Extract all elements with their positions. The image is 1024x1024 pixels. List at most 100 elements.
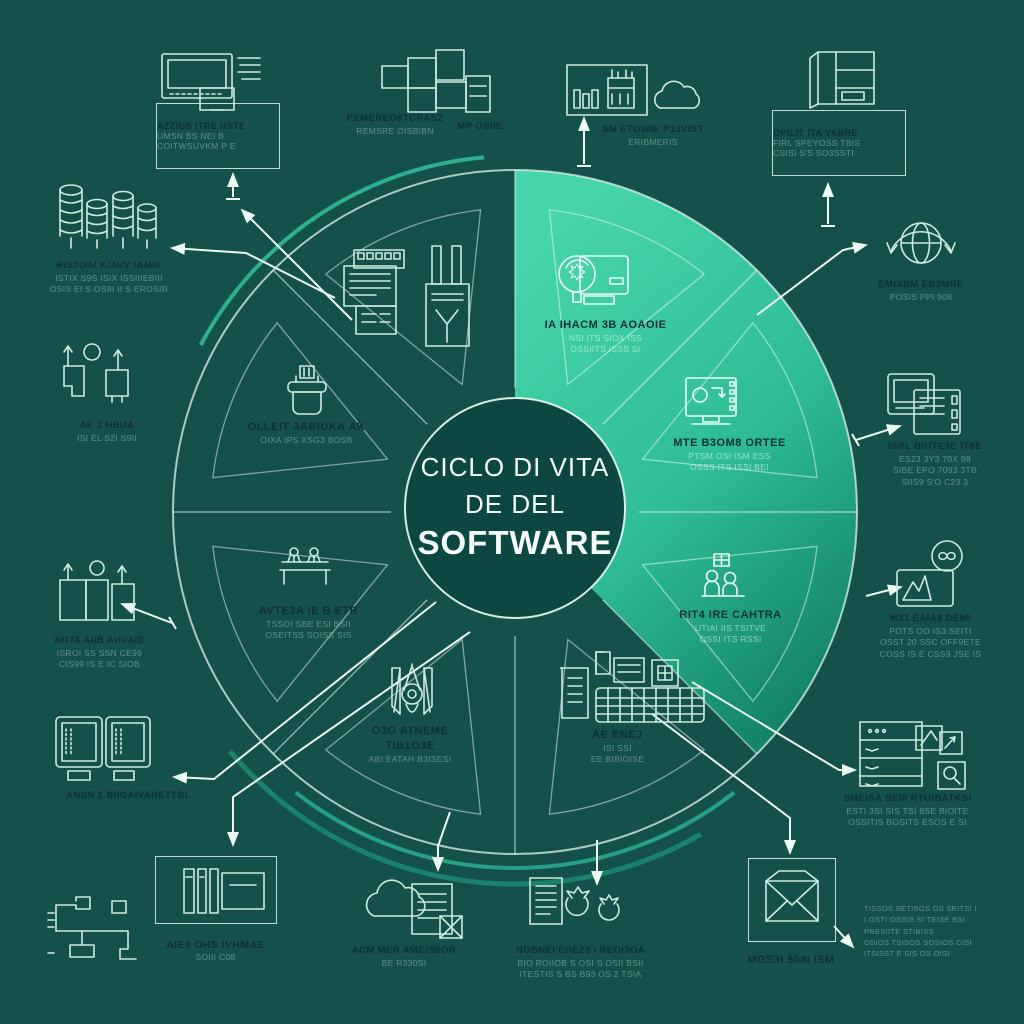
people-line1: UTIAI IIS TSITVE xyxy=(694,622,767,633)
envelope-box xyxy=(748,858,836,942)
checklist-label: AE ENEJ ISI SSI EE BIBIOISE xyxy=(570,728,665,766)
connector-arrows xyxy=(120,116,903,949)
doc-money-icon xyxy=(528,876,632,941)
metrics-line2: OSST 20 SSC OFF9ETE xyxy=(880,637,981,648)
robe-line1: ABI EATAH B3ISESI xyxy=(368,753,452,764)
server-title: SMEISA BEI8 RTUIBATKSI xyxy=(843,793,972,804)
video-line2: OSSS ITS ISSI BEI xyxy=(690,462,769,473)
tl-box-line1: UMSN BS NEI B xyxy=(157,131,225,141)
factory-line1: ERIBMERIS xyxy=(628,136,678,147)
metrics-title: M31 EAIA8 DEMI xyxy=(889,613,972,624)
robe-label: O3O ATNEME TIB1O3E ABI EATAH B3ISESI xyxy=(350,724,470,765)
infinity-icon xyxy=(930,539,964,578)
kanban-label: 84IT6 AIIB AHVAIE ISROI SS SSN CE99 CIS9… xyxy=(32,635,167,671)
video-monitor-icon xyxy=(684,376,742,431)
basket-label: OLLEIT 3ABIUKA AK OIXA IPS XSG3 BOSB xyxy=(244,420,369,446)
cloud-icon xyxy=(650,78,706,121)
devices-title: ISRL BIUTE3E IT8E xyxy=(888,441,982,452)
video-title: MTE B3OM8 ORTEE xyxy=(673,437,786,449)
basket-icon xyxy=(282,364,332,425)
cylinder-stack-icon xyxy=(52,180,162,267)
camera-line2: OSSIITS ISSS SI xyxy=(570,344,641,355)
footnote-line2: I OSTI OSSIS SI TEISE BSI xyxy=(864,915,966,925)
devices-line2: SIBE EPO 7093 3TB xyxy=(892,465,977,476)
tr-box-line1: FIRL SPEYOSS TBIS xyxy=(773,138,861,148)
mp-label: MP OSIIE xyxy=(448,121,512,134)
devices-line3: SIIS9 S'O C23 3 xyxy=(901,476,969,487)
person-label: AE 2 HBUA ISI EL S2I S9II xyxy=(52,420,162,444)
cloud-doc-label: ACM MER AME/3BOR BE R330SI xyxy=(344,945,464,969)
cylinders-title: RIS2OIU KIAVV IAMIE xyxy=(56,260,162,271)
basket-title: OLLEIT 3ABIUKA AK xyxy=(247,421,366,433)
camera-label: IA IHACM 3B AOAOIE NSI ITS SIOX ISS OSSI… xyxy=(538,318,673,356)
camera-title: IA IHACM 3B AOAOIE xyxy=(544,319,667,331)
server-search-icon xyxy=(858,718,970,799)
cloud-doc-icon xyxy=(360,868,468,947)
people-pair-icon xyxy=(700,552,746,603)
money-title: NOBNEI EHE23 I REOI3OA xyxy=(515,945,646,956)
globe-line1: POSIS PPI 908 xyxy=(889,291,953,302)
page-title: CICLO DI VITA DE DEL SOFTWARE xyxy=(385,452,645,562)
money-label: NOBNEI EHE23 I REOI3OA BIO ROIIOB S OSI … xyxy=(508,945,653,981)
cylinders-line1: ISTIX S9S ISIX ISSIIIEBIII xyxy=(55,272,163,283)
server-line2: OSSITIS BOSITS ESOS E SI xyxy=(848,817,967,828)
monitor-icon xyxy=(160,52,262,117)
checklist-line1: ISI SSI xyxy=(603,742,632,753)
books-line1: SOIII C08 xyxy=(195,952,236,963)
factory-label: SM ETOWIE P13VIST ERIBMERIS xyxy=(598,124,708,148)
tl-label-box: AZZIUS ITRE HSTE UMSN BS NEI B COITWSUVK… xyxy=(156,103,280,169)
robe-icon xyxy=(382,662,442,729)
title-line-2: DE DEL xyxy=(465,489,565,519)
top-boxes-label: PEMEREO8TCRAS2 REMSRE OISBIBN xyxy=(340,113,450,137)
factory-title: SM ETOWIE P13VIST xyxy=(602,124,704,135)
server-label: SMEISA BEI8 RTUIBATKSI ESTI 3SI SIS TSI … xyxy=(840,793,975,829)
basket-line1: OIXA IPS XSG3 BOSB xyxy=(260,434,353,445)
mp-label-text: MP OSIIE xyxy=(457,121,503,132)
cloud-doc-title: ACM MER AME/3BOR xyxy=(351,945,457,956)
footnote-line5: ITSISST E SIS OS OISI xyxy=(864,949,950,958)
books-label: AIE8 OHS IVHMAE SOIII C08 xyxy=(158,938,273,964)
cabinet-icon xyxy=(806,50,884,117)
monitors-label: ANSN 1 BIIGAIVARETTBL xyxy=(36,790,221,803)
devices-line1: ES23 3Y3 70X 98 xyxy=(898,453,972,464)
cylinders-line2: OSIS EI S OS9I II S EROSIR xyxy=(49,284,169,295)
envelope-title: MGS3I 508I ISM xyxy=(747,954,835,966)
checklist-line2: EE BIBIOISE xyxy=(590,754,645,765)
books-title: AIE8 OHS IVHMAE xyxy=(166,939,265,951)
books-icon xyxy=(183,868,265,914)
person-title: AE 2 HBUA xyxy=(79,420,135,431)
center-hub xyxy=(404,397,626,619)
devices-icon xyxy=(884,370,966,445)
footnote-paragraph: TISSOS SETISOS OS SEITSI I I OSTI OSSIS … xyxy=(864,903,1022,959)
tr-label-box: OPILIT ITA VANRE FIRL SPEYOSS TBIS CSISI… xyxy=(772,110,906,176)
metrics-label: M31 EAIA8 DEMI POTS OO IS3 SEITI OSST 20… xyxy=(868,613,993,660)
footnote-line3: PRESIITE STIBISS xyxy=(864,926,934,936)
video-label: MTE B3OM8 ORTEE PTSM OSI ISM ESS OSSS IT… xyxy=(662,436,797,474)
footnote-line1: TISSOS SETISOS OS SEITSI I xyxy=(864,904,977,913)
kanban-person-icon xyxy=(56,558,136,633)
metrics-line1: POTS OO IS3 SEITI xyxy=(889,625,972,636)
bench-line2: OSEITSS SOISS SIS xyxy=(265,630,352,641)
camera-line1: NSI ITS SIOX ISS xyxy=(568,332,643,343)
bench-title: AVTE3A IE B ETB xyxy=(258,605,359,617)
camera-projector-icon xyxy=(556,248,632,313)
person-flow-icon xyxy=(56,336,138,413)
top-boxes-line1: REMSRE OISBIBN xyxy=(356,125,434,136)
kanban-line1: ISROI SS SSN CE99 xyxy=(56,647,143,658)
tr-box-line2: CSISI S'S SO3SSTI xyxy=(773,148,854,158)
books-box xyxy=(155,856,277,924)
kanban-line2: CIS99 IS E IC SIOB xyxy=(59,659,140,670)
people-line2: OSSI ITS RSSI xyxy=(699,634,762,645)
people-title: RIT4 IRE CAHTRA xyxy=(679,609,782,621)
devices-label: ISRL BIUTE3E IT8E ES23 3Y3 70X 98 SIBE E… xyxy=(880,441,990,488)
envelope-label: MGS3I 508I ISM xyxy=(730,953,852,968)
envelope-icon xyxy=(765,870,819,922)
stacked-boxes-icon xyxy=(378,46,492,125)
footnote-line4: OSIOS TSISOS SOSIOS CISI xyxy=(864,937,972,947)
title-line-1: CICLO DI VITA xyxy=(420,452,610,482)
image-chart-icon xyxy=(896,569,954,612)
robe-title: O3O ATNEME TIB1O3E xyxy=(371,725,449,752)
globe-title: EMIXBM EB3MRE xyxy=(878,279,964,290)
